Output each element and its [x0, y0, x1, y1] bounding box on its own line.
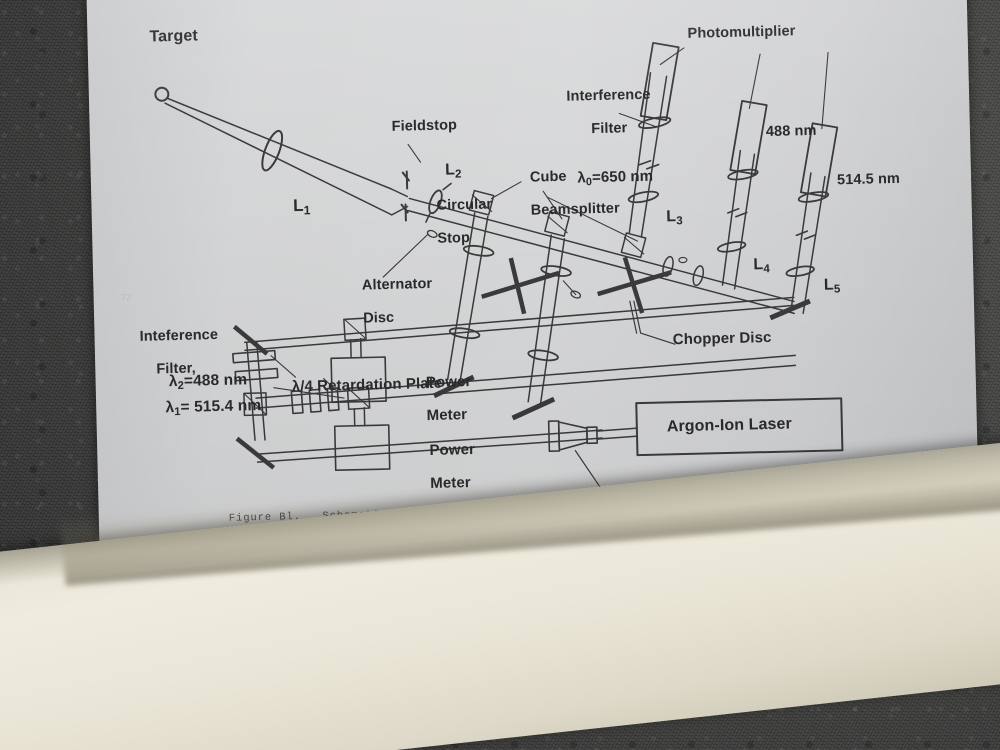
- label-argon-ion-laser: Argon-Ion Laser: [666, 415, 793, 436]
- alternator-disc: [481, 257, 560, 315]
- label-chopper-disc: Chopper Disc: [672, 328, 772, 349]
- label-circular-stop: Circular Stop: [436, 196, 493, 247]
- label-target: Target: [149, 27, 199, 46]
- lens-l3: [627, 190, 660, 204]
- leader-alternator-2: [562, 280, 577, 296]
- power-meter-box-1: [330, 356, 387, 404]
- circular-stop-mark: [425, 182, 452, 223]
- leader-pmt-488: [748, 53, 761, 109]
- lower-vert-left-a: [245, 341, 256, 441]
- rail-lens-b: [692, 265, 705, 287]
- main-beam-top: [408, 197, 795, 303]
- lower-vert-left-b: [255, 341, 266, 441]
- optical-schematic-drawing: [154, 41, 844, 493]
- beam-expander: [547, 420, 638, 453]
- fieldstop-bar: [404, 170, 409, 222]
- mirror-lower-tl: [232, 324, 269, 356]
- bs-power-meter-1: [343, 317, 367, 342]
- lens-l4: [716, 241, 747, 253]
- laser-rail-bottom: [256, 440, 568, 463]
- label-l5: L5: [823, 276, 841, 296]
- branch-c-ray-left: [790, 172, 812, 311]
- alt-disc-slot-1: [426, 229, 438, 238]
- lens-l2: [428, 189, 443, 215]
- label-fieldstop: Fieldstop: [391, 117, 458, 135]
- focus-mark-a: [637, 159, 660, 170]
- lens-l5: [785, 265, 815, 277]
- end-mirror: [769, 298, 811, 321]
- lower-rail-1-top: [243, 296, 795, 344]
- label-l4: L4: [753, 256, 771, 276]
- label-alternator-disc: Alternator Disc: [361, 276, 433, 327]
- leader-if-488: [270, 355, 297, 378]
- label-5145nm: 514.5 nm: [836, 170, 901, 189]
- down1-ray-left: [446, 212, 476, 381]
- leader-if-5154: [273, 387, 345, 399]
- label-488nm: 488 nm: [765, 122, 817, 141]
- bs-power-meter-2: [346, 386, 371, 411]
- interference-filter-488: [727, 168, 759, 181]
- rail-aperture: [678, 256, 688, 264]
- branch-5145nm: [785, 122, 839, 314]
- leader-cube-bs-3: [546, 196, 638, 242]
- pm1-stem: [349, 337, 362, 359]
- lower-rail-1-bottom: [244, 304, 795, 352]
- cube-beamsplitter-1: [468, 189, 495, 216]
- chopper-disc-shaft-2: [629, 300, 638, 334]
- leader-fieldstop: [407, 143, 422, 163]
- lower-rail-2-top: [255, 354, 796, 399]
- cube-beamsplitter-3: [620, 232, 647, 259]
- leader-pmt-650: [659, 47, 685, 66]
- rail-lens-a: [662, 255, 674, 277]
- leader-if-650: [618, 112, 657, 128]
- pm2-stem: [353, 406, 366, 427]
- photomultiplier-650: [639, 41, 680, 122]
- branch-488nm: [716, 100, 768, 290]
- photomultiplier-488: [729, 100, 768, 176]
- label-l1: L1: [292, 195, 311, 218]
- inteference-filter-plates: [232, 349, 279, 382]
- chopper-disc-shaft: [633, 300, 642, 334]
- figure-page: 72: [86, 0, 981, 614]
- label-l3: L3: [666, 208, 683, 228]
- cube-beamsplitter-2: [544, 211, 570, 237]
- lens-down-1a: [462, 244, 495, 257]
- cube-beamsplitter-lower-left: [243, 392, 268, 417]
- leader-alternator: [382, 233, 429, 278]
- ray-lower-1: [164, 102, 393, 216]
- down2-ray-right: [539, 238, 566, 407]
- lens-l1: [261, 129, 284, 172]
- lens-down-2b: [527, 349, 559, 362]
- lower-rail-2-bottom: [255, 364, 797, 409]
- alt-disc-slot-2: [570, 290, 582, 299]
- chopper-disc-leader: [640, 332, 676, 345]
- label-lambda1-5154: λ1= 515.4 nm: [165, 397, 262, 419]
- focus-mark-b: [727, 207, 748, 218]
- mirror-lower-bl: [235, 436, 276, 470]
- branch-b-ray-left: [721, 149, 742, 286]
- mirror-down-2: [511, 396, 556, 421]
- focus-mark-c: [795, 230, 817, 240]
- argon-ion-laser-box: [635, 397, 844, 457]
- target-point: [154, 86, 170, 102]
- branch-a-ray-right: [640, 75, 668, 238]
- chopper-disc: [597, 256, 672, 314]
- figure-b1: Target L1 Fieldstop L2 Circular Stop Cub…: [86, 0, 1000, 594]
- lens-down-1b: [448, 327, 481, 340]
- leader-retardation: [323, 377, 337, 391]
- label-photomultiplier: Photomultiplier: [687, 23, 796, 42]
- leader-cube-bs-2: [542, 190, 563, 220]
- down1-ray-right: [458, 215, 489, 385]
- leader-cube-bs-1: [490, 181, 522, 200]
- leader-pmt-5145: [821, 51, 829, 130]
- photomultiplier-5145: [799, 122, 839, 198]
- laser-rail-top: [256, 432, 568, 455]
- interference-filter-5145: [797, 191, 830, 203]
- ray-upper-1: [166, 97, 392, 190]
- laser-rail-ext: [566, 429, 603, 442]
- branch-a-ray-left: [628, 71, 652, 235]
